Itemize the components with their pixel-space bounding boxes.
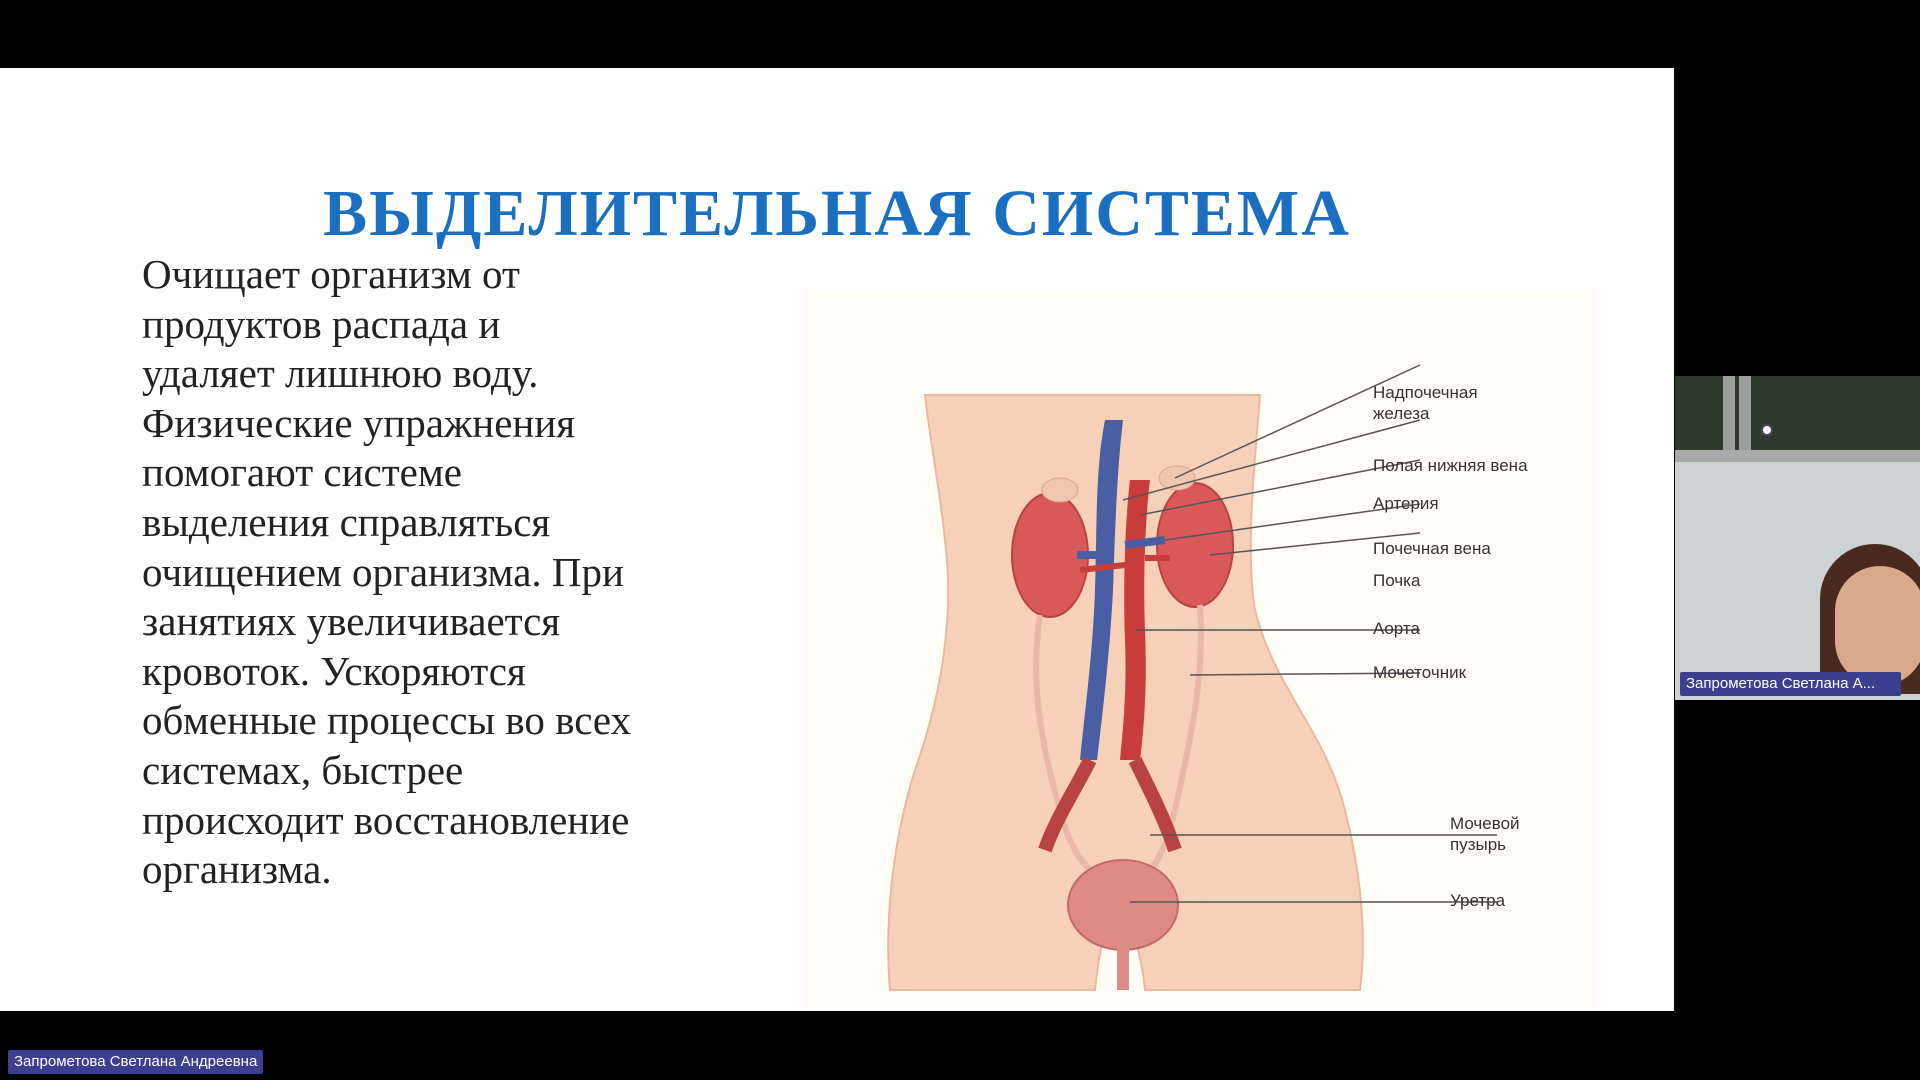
participant-name-tag: Запрометова Светлана А...: [1680, 672, 1901, 696]
slide-text-line: очищением организма. При: [142, 548, 624, 595]
participant-face: [1835, 566, 1920, 686]
slide-text-line: помогают системе: [142, 449, 462, 496]
urinary-system-illustration: Надпочечная железа Полая нижняя вена Арт…: [805, 290, 1595, 1008]
leader-line: [1209, 532, 1421, 556]
aorta: [1120, 480, 1150, 760]
iliac-left: [1038, 756, 1097, 853]
right-ureter: [1138, 604, 1204, 883]
leader-line: [1139, 459, 1421, 516]
label-vena-cava: Полая нижняя вена: [1373, 456, 1528, 475]
renal-artery: [1079, 555, 1170, 573]
left-adrenal: [1041, 477, 1079, 503]
slide-text-line: продуктов распада и: [142, 300, 501, 347]
leader-line: [1189, 672, 1421, 676]
leader-line: [1174, 364, 1421, 479]
renal-vein: [1077, 536, 1166, 559]
label-artery: Артерия: [1373, 494, 1439, 513]
urethra-tube: [1117, 945, 1129, 990]
video-background-board: [1675, 376, 1920, 454]
label-bladder: Мочевой пузырь: [1450, 814, 1520, 854]
video-background-frame: [1675, 450, 1920, 462]
camera-indicator-icon: [1761, 424, 1773, 436]
slide-text-line: занятиях увеличивается: [142, 598, 561, 645]
video-background-post: [1739, 376, 1751, 456]
anatomy-drawing: [887, 364, 1497, 991]
presenter-name-tag: Запрометова Светлана Андреевна: [8, 1050, 264, 1074]
leader-line: [1122, 419, 1421, 501]
label-renal-vein: Почечная вена: [1373, 539, 1491, 558]
right-kidney: [1156, 482, 1234, 608]
participant-video-tile[interactable]: [1675, 376, 1920, 700]
slide-text-line: кровоток. Ускоряются: [142, 647, 526, 694]
right-adrenal: [1158, 465, 1196, 491]
label-urethra: Уретра: [1450, 891, 1506, 910]
slide-title: ВЫДЕЛИТЕЛЬНАЯ СИСТЕМА: [323, 177, 1351, 250]
iliac-right: [1128, 756, 1182, 853]
label-adrenal: Надпочечная железа: [1373, 383, 1478, 423]
slide-text-line: происходит восстановление: [142, 796, 630, 843]
vena-cava: [1080, 420, 1123, 760]
slide-text-line: Физические упражнения: [142, 399, 576, 446]
left-kidney: [1011, 492, 1089, 618]
leader-line: [1164, 503, 1421, 541]
shared-slide: ВЫДЕЛИТЕЛЬНАЯ СИСТЕМА Очищает организм о…: [0, 68, 1674, 1011]
label-ureter: Мочеточник: [1373, 663, 1467, 682]
slide-text-line: удаляет лишнюю воду.: [142, 350, 539, 397]
bladder: [1067, 859, 1179, 951]
slide-text-line: системах, быстрее: [142, 746, 464, 793]
slide-body-text: Очищает организм от продуктов распада и …: [142, 250, 802, 895]
label-kidney: Почка: [1373, 571, 1421, 590]
left-ureter: [1033, 614, 1107, 883]
slide-text-line: организма.: [142, 846, 332, 893]
slide-text-line: Очищает организм от: [142, 251, 520, 297]
slide-text-line: обменные процессы во всех: [142, 697, 632, 744]
video-background-post: [1723, 376, 1735, 456]
slide-text-line: выделения справляться: [142, 498, 551, 545]
label-aorta: Аорта: [1373, 619, 1420, 638]
